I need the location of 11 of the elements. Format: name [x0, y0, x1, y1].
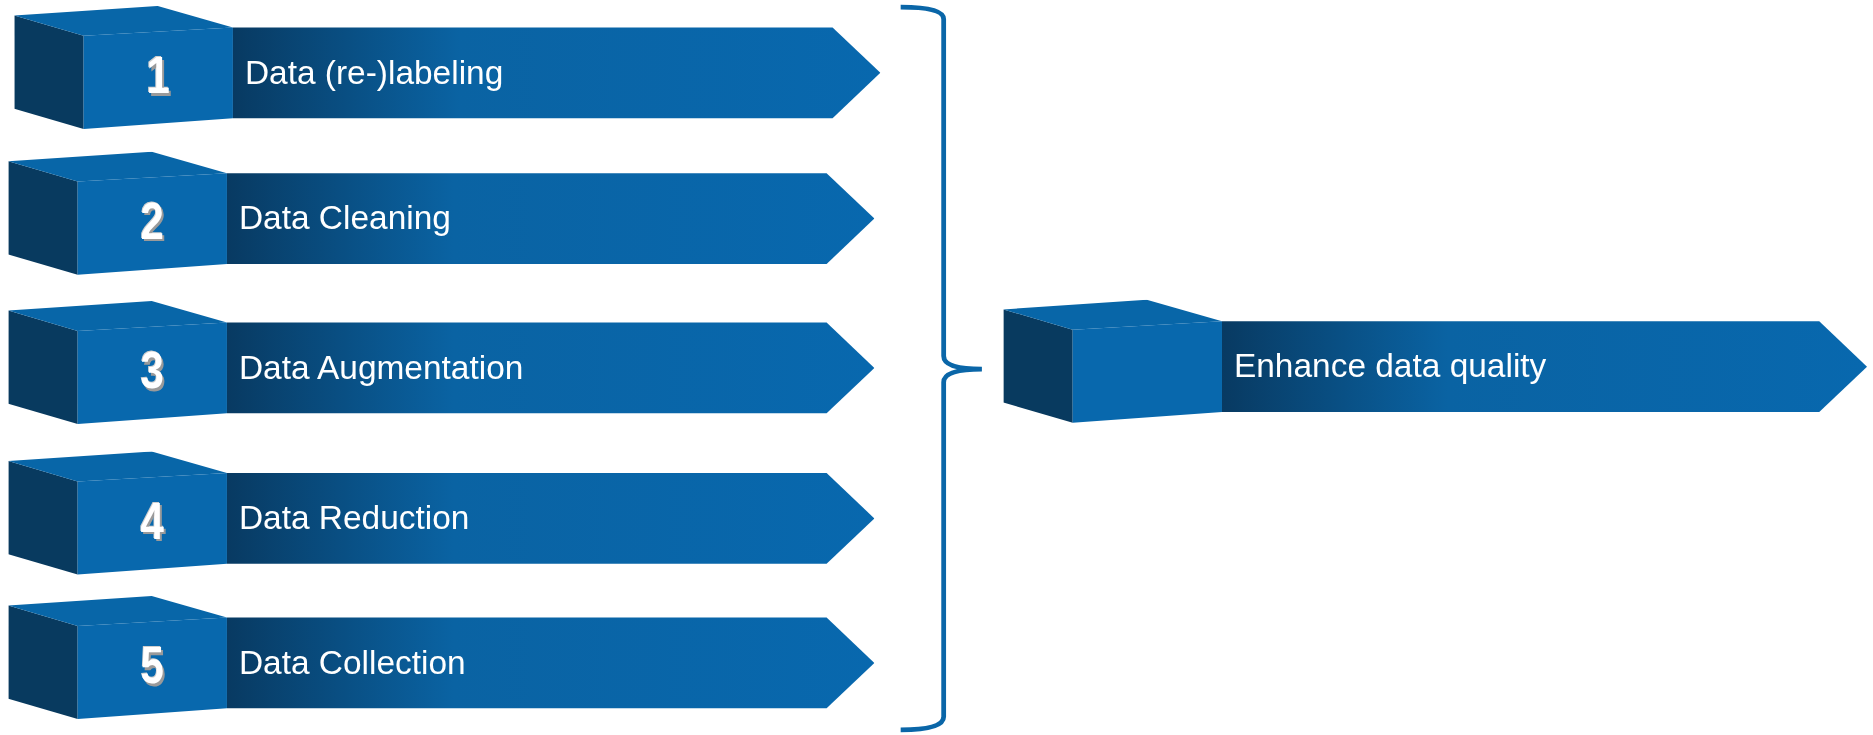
- step-label: Data Augmentation: [238, 347, 524, 388]
- step-number: 3: [139, 339, 165, 401]
- step-label: Data Cleaning: [238, 198, 451, 239]
- step-number: 2: [139, 190, 165, 252]
- step-number: 4: [139, 489, 165, 552]
- step-label: Enhance data quality: [1233, 346, 1547, 387]
- step-label: Data Reduction: [238, 498, 470, 539]
- step-number: 5: [139, 634, 165, 696]
- step-label: Data (re-)labeling: [244, 52, 504, 93]
- step-number: 1: [145, 44, 171, 106]
- step-label: Data Collection: [238, 642, 466, 683]
